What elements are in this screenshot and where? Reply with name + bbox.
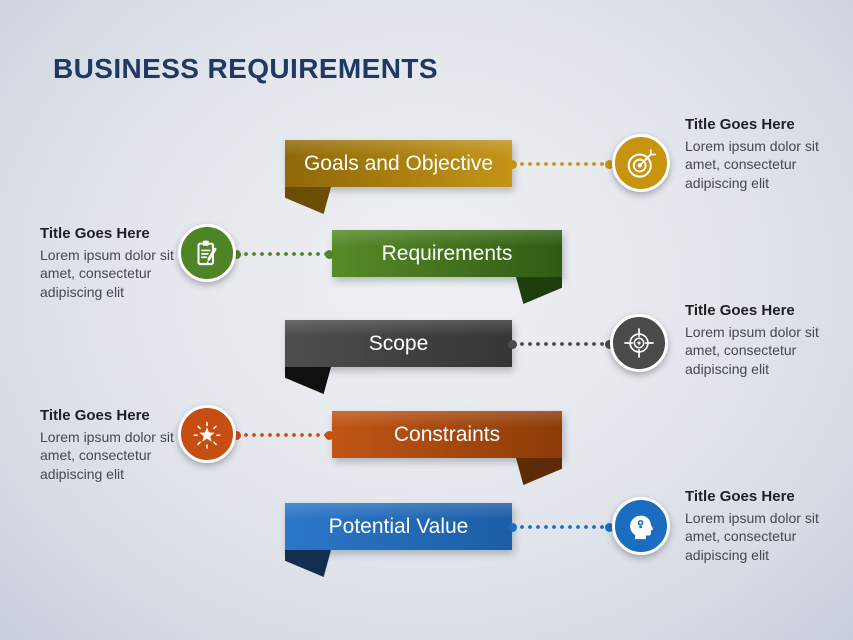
connector-dot xyxy=(508,339,517,349)
page-title: BUSINESS REQUIREMENTS xyxy=(53,53,438,84)
callout: Title Goes Here Lorem ipsum dolor sit am… xyxy=(685,488,835,564)
connector-dot xyxy=(508,522,517,532)
callout-title: Title Goes Here xyxy=(685,488,795,505)
connector-dot xyxy=(232,430,241,440)
banner-label: Scope xyxy=(368,331,429,355)
banner-fold xyxy=(285,367,331,394)
banner-fold xyxy=(516,277,562,304)
dotted-connector xyxy=(508,157,614,171)
callout-title: Title Goes Here xyxy=(685,116,795,133)
banner-label: Requirements xyxy=(381,241,513,265)
dotted-connector xyxy=(508,520,614,534)
connector-dot xyxy=(325,249,334,259)
banner-constraints: Constraints xyxy=(332,411,562,458)
callout-body: Lorem ipsum dolor sit amet, consectetur … xyxy=(685,324,819,377)
callout-title: Title Goes Here xyxy=(40,225,150,242)
banner-fold xyxy=(516,458,562,485)
connector-dot xyxy=(232,249,241,259)
banner-requirements: Requirements xyxy=(332,230,562,277)
callout-body: Lorem ipsum dolor sit amet, consectetur … xyxy=(685,138,819,191)
banner-label: Constraints xyxy=(393,422,501,446)
banner-goals-and-objective: Goals and Objective xyxy=(285,140,512,187)
callout-body: Lorem ipsum dolor sit amet, consectetur … xyxy=(40,247,174,300)
callout-body: Lorem ipsum dolor sit amet, consectetur … xyxy=(40,429,174,482)
banner-fold xyxy=(285,550,331,577)
connector-dot xyxy=(605,339,614,349)
banner-fold xyxy=(285,187,331,214)
connector-dot xyxy=(508,159,517,169)
banner-potential-value: Potential Value xyxy=(285,503,512,550)
dotted-connector xyxy=(232,428,334,442)
callout-title: Title Goes Here xyxy=(685,302,795,319)
dotted-connector xyxy=(508,337,614,351)
callout: Title Goes Here Lorem ipsum dolor sit am… xyxy=(685,302,835,378)
target-arrow-icon xyxy=(612,134,670,192)
banner-scope: Scope xyxy=(285,320,512,367)
callout-body: Lorem ipsum dolor sit amet, consectetur … xyxy=(685,510,819,563)
connector-dot xyxy=(605,159,614,169)
connector-dot xyxy=(605,522,614,532)
callout-title: Title Goes Here xyxy=(40,407,150,424)
crosshair-scope-icon xyxy=(610,314,668,372)
callout: Title Goes Here Lorem ipsum dolor sit am… xyxy=(685,116,835,192)
dotted-connector xyxy=(232,247,334,261)
starburst-icon xyxy=(178,405,236,463)
banner-label: Goals and Objective xyxy=(303,151,494,175)
callout: Title Goes Here Lorem ipsum dolor sit am… xyxy=(40,225,192,301)
clipboard-pencil-icon xyxy=(178,224,236,282)
head-lightbulb-icon xyxy=(612,497,670,555)
banner-label: Potential Value xyxy=(328,514,469,538)
connector-dot xyxy=(325,430,334,440)
callout: Title Goes Here Lorem ipsum dolor sit am… xyxy=(40,407,192,483)
